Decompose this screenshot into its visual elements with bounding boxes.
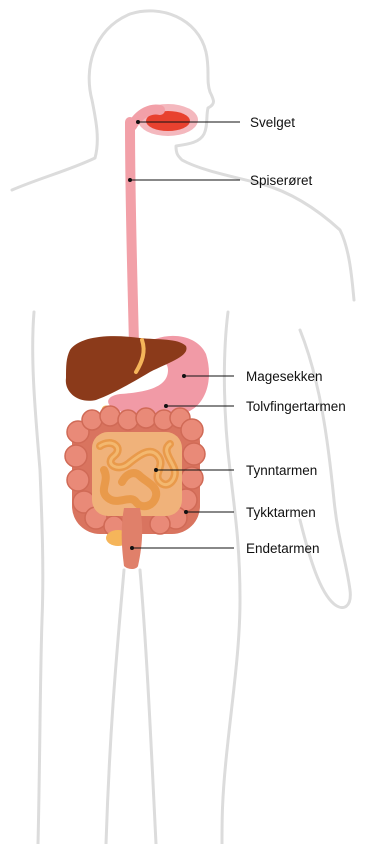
- label-tykktarmen: Tykktarmen: [246, 505, 316, 520]
- right-torso-outline: [222, 312, 240, 844]
- label-tolvfingertarmen: Tolvfingertarmen: [246, 399, 346, 414]
- esophagus: [130, 122, 134, 345]
- right-leg-inner-outline: [140, 570, 156, 844]
- dot-tolvfingertarmen: [164, 404, 168, 408]
- left-leg-inner-outline: [106, 570, 124, 844]
- rectum: [122, 508, 142, 569]
- head-outline: [12, 11, 354, 300]
- left-torso-outline: [33, 312, 43, 844]
- label-endetarmen: Endetarmen: [246, 541, 320, 556]
- dot-magesekken: [182, 374, 186, 378]
- label-tynntarmen: Tynntarmen: [246, 463, 317, 478]
- label-svelget: Svelget: [250, 115, 295, 130]
- dot-tynntarmen: [154, 468, 158, 472]
- labels: Svelget Spiserøret Magesekken Tolvfinger…: [246, 115, 346, 556]
- label-magesekken: Magesekken: [246, 369, 323, 384]
- dot-endetarmen: [130, 546, 134, 550]
- dot-spiseroret: [128, 178, 132, 182]
- dot-tykktarmen: [184, 510, 188, 514]
- dot-svelget: [136, 120, 140, 124]
- label-spiseroret: Spiserøret: [250, 173, 313, 188]
